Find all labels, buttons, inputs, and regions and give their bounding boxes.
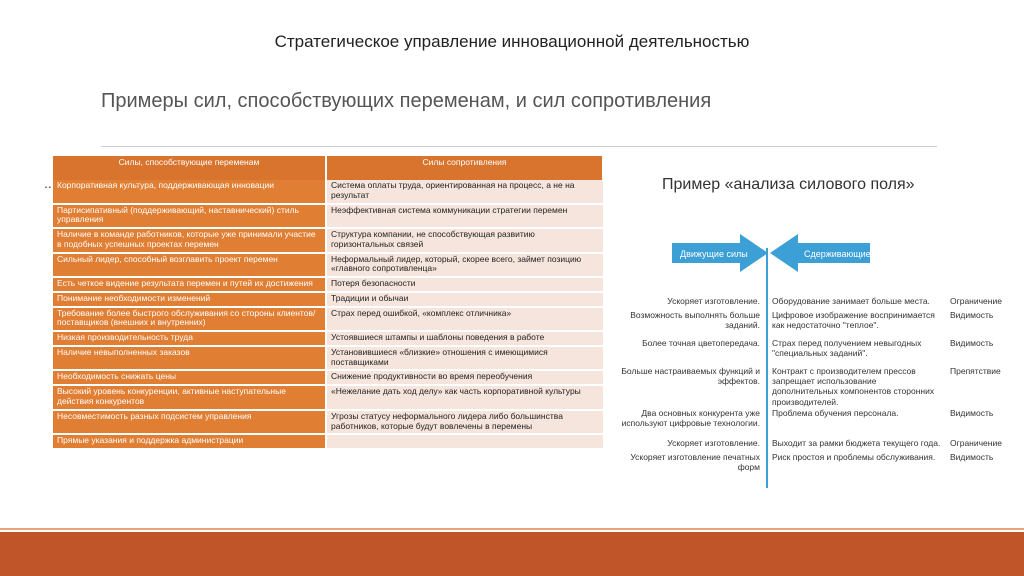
column-header-driving: Силы, способствующие переменам	[53, 156, 327, 180]
restraining-force-item: Страх перед получением невыгодных "специ…	[772, 338, 922, 359]
driving-force-cell: Требование более быстрого обслуживания с…	[53, 306, 327, 333]
resistance-force-cell: Устоявшиеся штампы и шаблоны поведения в…	[326, 331, 603, 347]
force-category-item: Видимость	[950, 452, 994, 462]
driving-force-cell: Наличие невыполненных заказов	[53, 345, 327, 372]
force-field-diagram: Движущие силы Сдерживающие силы Ускоряет…	[620, 230, 1010, 490]
driving-force-cell: Несовместимость разных подсистем управле…	[53, 409, 327, 436]
resistance-force-cell: «Нежелание дать ход делу» как часть корп…	[326, 385, 603, 411]
resistance-force-cell: Структура компании, не способствующая ра…	[326, 228, 603, 254]
driving-force-cell: Есть четкое видение результата перемен и…	[53, 277, 327, 293]
table-row: Прямые указания и поддержка администраци…	[53, 434, 603, 451]
driving-force-cell: Прямые указания и поддержка администраци…	[53, 434, 327, 451]
resistance-force-cell: Установившиеся «близкие» отношения с име…	[326, 345, 603, 372]
resistance-force-cell: Неэффективная система коммуникации страт…	[326, 203, 603, 230]
driving-force-item: Два основных конкурента уже используют ц…	[621, 408, 760, 429]
resistance-force-cell: Угрозы статусу неформального лидера либо…	[326, 409, 603, 436]
driving-force-cell: Сильный лидер, способный возглавить прое…	[53, 252, 327, 279]
slide-subtitle: Примеры сил, способствующих переменам, и…	[101, 90, 712, 112]
resistance-force-cell: Потеря безопасности	[326, 277, 603, 293]
force-category-item: Видимость	[950, 338, 994, 348]
table-row: Требование более быстрого обслуживания с…	[53, 306, 603, 333]
table-header-row: Силы, способствующие переменам Силы сопр…	[53, 156, 604, 180]
resistance-force-cell: Традиции и обычаи	[326, 291, 603, 308]
driving-forces-arrow: Движущие силы	[672, 234, 768, 272]
driving-force-cell: Низкая производительность труда	[53, 331, 327, 347]
force-category-item: Видимость	[950, 408, 994, 418]
driving-force-item: Более точная цветопередача.	[642, 338, 760, 348]
resistance-force-cell	[326, 434, 603, 451]
table-row: Сильный лидер, способный возглавить прое…	[53, 252, 603, 279]
resistance-force-cell: Страх перед ошибкой, «комплекс отличника…	[326, 306, 603, 333]
driving-force-cell: Корпоративная культура, поддерживающая и…	[53, 180, 327, 205]
divider-line	[766, 248, 768, 488]
driving-force-item: Ускоряет изготовление.	[667, 296, 760, 306]
table-row: Есть четкое видение результата перемен и…	[53, 277, 603, 293]
ellipsis-marker: ...	[44, 175, 56, 191]
resistance-force-cell: Снижение продуктивности во время переобу…	[326, 370, 603, 387]
table-row: Партисипативный (поддерживающий, наставн…	[53, 203, 603, 230]
driving-force-item: Ускоряет изготовление печатных форм	[630, 452, 760, 473]
table-row: Корпоративная культура, поддерживающая и…	[53, 180, 603, 205]
restraining-forces-arrow: Сдерживающие силы	[770, 234, 870, 272]
force-category-item: Препятствие	[950, 366, 1001, 376]
resistance-force-cell: Система оплаты труда, ориентированная на…	[326, 180, 603, 205]
restraining-force-item: Оборудование занимает больше места.	[772, 296, 930, 306]
restraining-force-item: Контракт с производителем прессов запрещ…	[772, 366, 935, 407]
driving-forces-label: Движущие силы	[680, 249, 748, 259]
footer-bar	[0, 532, 1024, 576]
slide-header-title: Стратегическое управление инновационной …	[274, 32, 750, 51]
table-row: Наличие в команде работников, которые уж…	[53, 228, 603, 254]
restraining-force-item: Проблема обучения персонала.	[772, 408, 899, 418]
forces-table: Силы, способствующие переменам Силы сопр…	[53, 156, 604, 451]
restraining-force-item: Цифровое изображение воспринимается как …	[772, 310, 935, 331]
driving-force-item: Больше настраиваемых функций и эффектов.	[621, 366, 760, 387]
force-category-item: Ограничение	[950, 438, 1002, 448]
force-category-item: Видимость	[950, 310, 994, 320]
restraining-force-item: Выходит за рамки бюджета текущего года.	[772, 438, 941, 448]
restraining-forces-label: Сдерживающие силы	[804, 249, 870, 259]
table-row: Несовместимость разных подсистем управле…	[53, 409, 603, 436]
driving-force-cell: Высокий уровень конкуренции, активные на…	[53, 385, 327, 411]
example-title: Пример «анализа силового поля»	[662, 176, 915, 193]
driving-force-item: Возможность выполнять больше заданий.	[630, 310, 760, 331]
driving-force-cell: Понимание необходимости изменений	[53, 291, 327, 308]
driving-force-cell: Необходимость снижать цены	[53, 370, 327, 387]
driving-force-cell: Партисипативный (поддерживающий, наставн…	[53, 203, 327, 230]
restraining-force-item: Риск простоя и проблемы обслуживания.	[772, 452, 936, 462]
column-header-resistance: Силы сопротивления	[326, 156, 604, 180]
force-category-item: Ограничение	[950, 296, 1002, 306]
driving-force-item: Ускоряет изготовление.	[667, 438, 760, 448]
divider	[101, 146, 937, 147]
footer-accent-line	[0, 528, 1024, 530]
table-row: Высокий уровень конкуренции, активные на…	[53, 385, 603, 411]
driving-force-cell: Наличие в команде работников, которые уж…	[53, 228, 327, 254]
resistance-force-cell: Неформальный лидер, который, скорее всег…	[326, 252, 603, 279]
